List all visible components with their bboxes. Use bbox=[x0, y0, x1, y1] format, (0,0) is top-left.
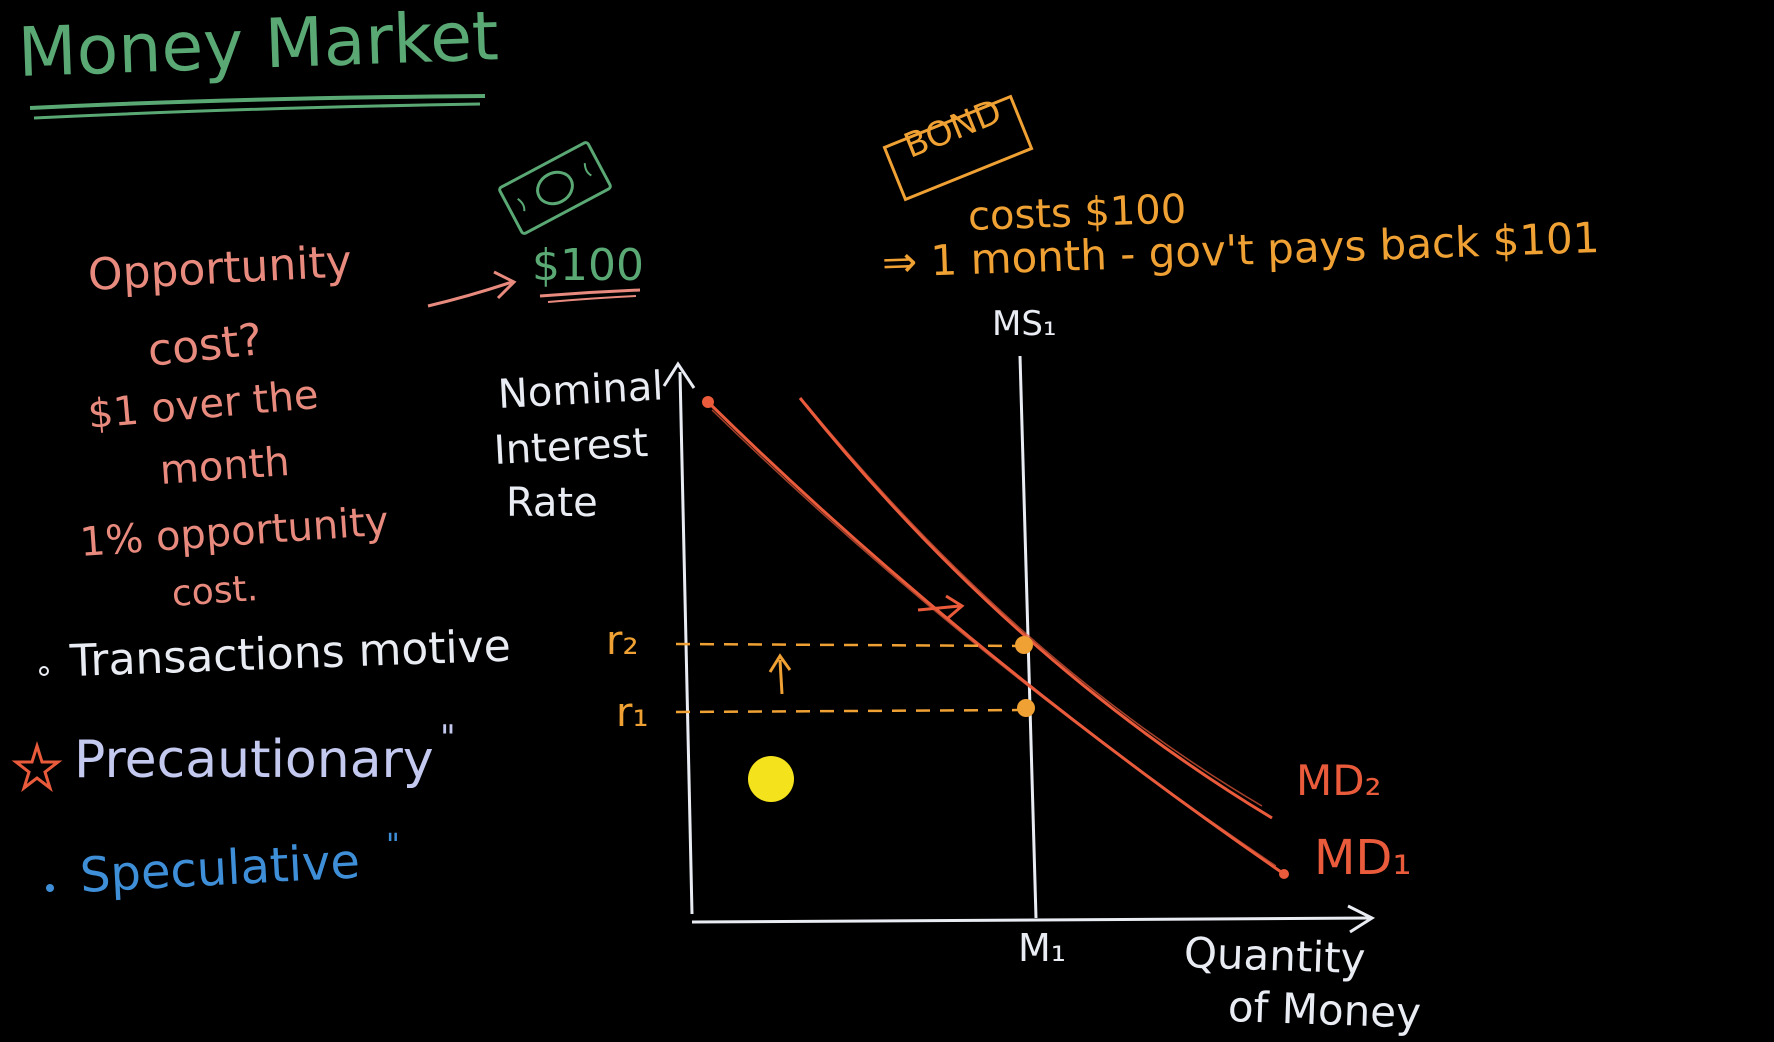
title-underline-2 bbox=[33, 102, 481, 120]
motive-speculative-ditto: " bbox=[386, 828, 400, 863]
bond-box bbox=[882, 94, 1034, 202]
star-icon bbox=[11, 740, 63, 793]
x-axis-arrowhead bbox=[1347, 904, 1376, 934]
cash-amount: $100 bbox=[532, 240, 644, 291]
md1-start-dot bbox=[702, 396, 714, 408]
motive-precautionary: Precautionary bbox=[74, 730, 434, 790]
supply-label: MS₁ bbox=[992, 304, 1057, 344]
motive-precautionary-ditto: " bbox=[440, 718, 456, 758]
dollar-bill-icon bbox=[498, 141, 612, 235]
r2-dashed-line bbox=[675, 642, 1025, 648]
yellow-dot bbox=[748, 756, 794, 802]
cash-underline-2 bbox=[547, 295, 637, 303]
x-axis-label-line1: Quantity bbox=[1183, 928, 1367, 984]
equilibrium-r1-dot bbox=[1017, 699, 1035, 717]
r2-label: r₂ bbox=[606, 618, 639, 664]
opportunity-pct-line2: cost. bbox=[170, 568, 260, 615]
md2-label: MD₂ bbox=[1296, 756, 1382, 805]
opportunity-gain-line2: month bbox=[158, 438, 292, 494]
equilibrium-r2-dot bbox=[1015, 636, 1033, 654]
x-axis-label-line2: of Money bbox=[1227, 982, 1422, 1038]
demand-shift-arrow-icon bbox=[917, 594, 965, 620]
r1-dashed-line bbox=[675, 708, 1027, 714]
title-underline bbox=[29, 94, 486, 110]
md2-curve bbox=[798, 397, 1273, 820]
y-axis-arrowhead bbox=[662, 361, 696, 389]
md1-end-dot bbox=[1279, 869, 1289, 879]
bullet-transactions bbox=[39, 666, 49, 676]
md2-curve-shade bbox=[805, 403, 1263, 807]
md1-curve-shade bbox=[711, 409, 1277, 867]
r1-label: r₁ bbox=[616, 690, 649, 736]
y-axis-label-line1: Nominal bbox=[496, 363, 665, 418]
md1-label: MD₁ bbox=[1314, 830, 1412, 886]
x-axis bbox=[691, 916, 1371, 924]
cash-underline bbox=[539, 288, 641, 298]
y-axis-label-line2: Interest bbox=[492, 419, 650, 474]
m1-label: M₁ bbox=[1018, 926, 1067, 970]
arrow-to-cash-icon bbox=[427, 270, 517, 308]
rate-up-arrow-icon bbox=[768, 653, 792, 695]
y-axis-label-line3: Rate bbox=[506, 480, 598, 526]
bullet-speculative bbox=[46, 884, 54, 892]
md1-curve bbox=[706, 400, 1285, 876]
